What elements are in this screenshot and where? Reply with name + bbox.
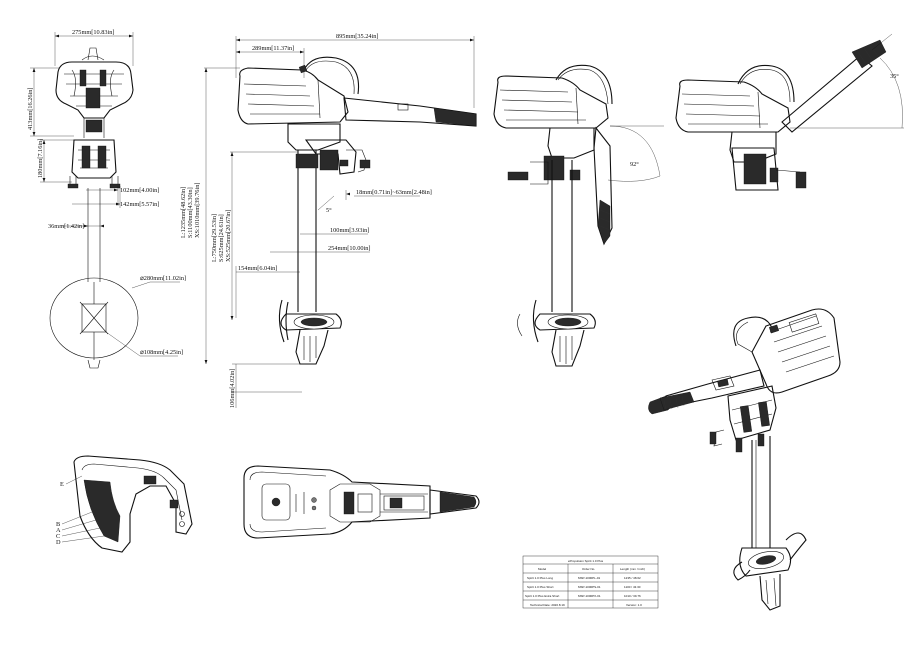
side-head-length: 289mm[11.37in] <box>252 45 294 52</box>
side-length-XS: XS:1010mm[39.76in] <box>194 183 201 238</box>
front-clamp-width-a: 102mm[4.00in] <box>120 187 159 194</box>
spec-cell: Spirit 1.0 Plus Extra Short <box>525 594 560 598</box>
side-shaft-S: S:625mm[24.61in] <box>218 214 225 262</box>
spec-table: ePropulsion Spirit 1.0 Plus Model Order … <box>522 555 659 609</box>
spec-table-title: ePropulsion Spirit 1.0 Plus <box>568 559 604 563</box>
side-skeg-offset: 154mm[6.04in] <box>238 265 277 272</box>
spec-cell: 1100 / 43.30 <box>624 585 641 589</box>
side-shaft-XS: XS:525mm[20.67in] <box>225 210 232 262</box>
front-shaft-width: 36mm[1.42in] <box>48 223 84 230</box>
spec-cell: Spirit 1.0 Plus Short <box>527 585 554 589</box>
bracket-callout-a: A <box>56 527 61 534</box>
front-hub-diameter: ⌀108mm[4.25in] <box>140 349 183 356</box>
side-overall-length: 895mm[35.24in] <box>336 33 379 40</box>
front-head-height: 413mm[16.26in] <box>27 87 34 130</box>
spec-cell: MSP-1000PX-01 <box>578 594 601 598</box>
spec-cell: Model <box>538 567 547 571</box>
front-view: 275mm[10.83in] 413mm[16.26in] <box>27 29 186 369</box>
front-clamp-height: 180mm[7.16in] <box>37 139 44 178</box>
spec-cell: Version: 1.0 <box>626 603 642 607</box>
front-prop-diameter: ⌀280mm[11.02in] <box>140 275 186 282</box>
spec-cell: MSP-1000PL-01 <box>578 576 601 580</box>
spec-cell: Technical Date: 2020.8.19 <box>530 603 565 607</box>
bracket-callout-e: E <box>60 481 64 488</box>
spec-cell: MSP-1000PS-01 <box>578 585 601 589</box>
tilt-view-b: 35° <box>675 33 904 191</box>
side-length-S: S:1100mm[43.30in] <box>187 187 194 238</box>
spec-cell: Length (mm / inch) <box>620 567 645 571</box>
side-skeg-height: 106mm[4.02in] <box>229 369 236 408</box>
tilt-angle-a: 92° <box>630 161 639 168</box>
spec-cell: Order No. <box>582 567 595 571</box>
side-clamp-range: 18mm[0.71in]~63mm[2.48in] <box>356 189 432 196</box>
spec-cell: 1010 / 39.76 <box>624 594 641 598</box>
spec-cell: Spirit 1.0 Plus Long <box>527 576 553 580</box>
front-top-width: 275mm[10.83in] <box>72 29 115 36</box>
bracket-callout-d: D <box>56 539 61 546</box>
bracket-detail: E B A C D <box>56 455 193 553</box>
bracket-callout-c: C <box>56 533 60 540</box>
top-view <box>243 465 480 539</box>
spec-cell: 1235 / 48.62 <box>624 576 641 580</box>
tilt-angle-b: 35° <box>890 73 899 80</box>
side-shaft-L: L:750mm[29.53in] <box>211 214 218 262</box>
front-clamp-width-b: 142mm[5.57in] <box>120 201 159 208</box>
side-view: 895mm[35.24in] 289mm[11.37in] 5° <box>180 33 477 408</box>
isometric-view <box>648 308 841 611</box>
side-length-L: L:1235mm[48.62in] <box>180 187 187 238</box>
tilt-view-a: 92° <box>493 64 664 367</box>
bracket-callout-b: B <box>56 521 60 528</box>
side-tilt-angle: 5° <box>326 207 332 214</box>
side-clamp-depth: 100mm[3.93in] <box>330 227 369 234</box>
side-mid-depth: 254mm[10.00in] <box>328 245 371 252</box>
